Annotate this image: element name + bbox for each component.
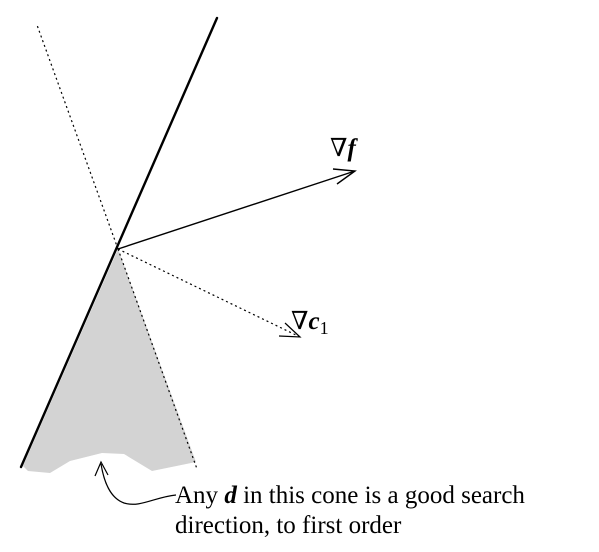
grad-f-label: ∇f — [330, 135, 358, 162]
orthogonal-dotted-line-upper — [36, 24, 119, 250]
grad-c1-subscript: 1 — [320, 318, 329, 338]
descent-cone-region — [23, 249, 196, 473]
grad-c1-arrow-shaft — [117, 248, 301, 338]
grad-c1-label: ∇c1 — [291, 308, 329, 338]
caption-line-1: Any d in this cone is a good search — [175, 482, 525, 509]
grad-f-variable: f — [347, 135, 358, 162]
caption-line1-rest: in this cone is a good search — [237, 482, 526, 509]
caption-prefix: Any — [175, 482, 224, 509]
constraint-boundary-line — [19, 16, 219, 469]
caption-line-2: direction, to first order — [175, 512, 402, 539]
caption-pointer-arrowhead — [94, 460, 109, 477]
orthogonal-dotted-line-lower — [117, 248, 198, 470]
grad-c1-nabla: ∇ — [291, 308, 308, 335]
grad-f-nabla: ∇ — [330, 135, 347, 162]
caption-pointer-curve — [100, 463, 177, 505]
grad-f-arrowhead — [332, 168, 357, 185]
grad-c1-arrowhead — [278, 322, 302, 338]
grad-f-arrow-shaft — [117, 170, 356, 250]
caption-variable: d — [224, 482, 237, 509]
grad-c1-variable: c — [308, 308, 319, 335]
